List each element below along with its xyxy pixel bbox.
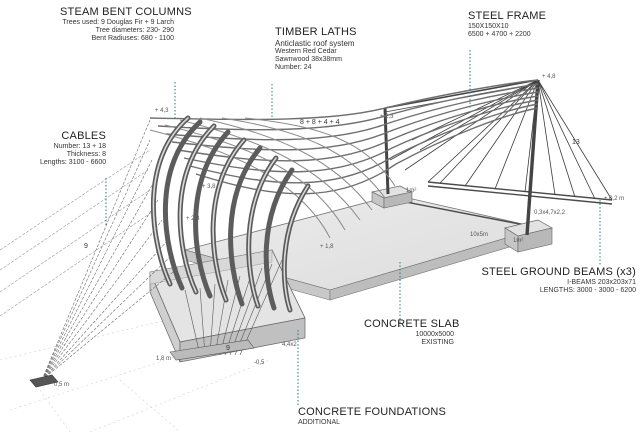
- steel-frame-title: STEEL FRAME: [468, 10, 547, 22]
- level-slab: 10x5m: [470, 232, 488, 238]
- cables-line-1: Number: 13 + 18: [53, 142, 106, 150]
- steam-bent-columns-highlight: [152, 117, 309, 311]
- steam-columns-title: STEAM BENT COLUMNS: [60, 6, 192, 18]
- level-mid: + 2,3: [380, 114, 394, 120]
- concrete-slab-label: CONCRETE SLAB 10000x5000 EXISTING: [364, 318, 460, 347]
- cables-title: CABLES: [61, 130, 106, 142]
- level-pad-2: 1m²: [513, 238, 523, 244]
- cable-count-bottom: 9: [226, 345, 230, 352]
- timber-laths-label: TIMBER LATHS Anticlastic roof system Wes…: [275, 26, 357, 72]
- cables-line-3: Lengths: 3100 - 6600: [40, 158, 107, 166]
- concrete-slab-line-2: EXISTING: [421, 338, 454, 346]
- steam-columns-label: STEAM BENT COLUMNS Trees used: 9 Douglas…: [60, 6, 192, 43]
- steel-frame-label: STEEL FRAME 150X150X10 6500 + 4700 + 220…: [468, 10, 546, 39]
- level-arch-2: + 2,3: [186, 216, 200, 222]
- ground-anchors: [29, 339, 255, 388]
- timber-laths-line-4: Number: 24: [275, 63, 312, 71]
- steel-frame-line-2: 6500 + 4700 + 2200: [468, 30, 531, 38]
- concrete-foundations-line-1: ADDITIONAL: [298, 418, 341, 426]
- ground-beams-label: STEEL GROUND BEAMS (x3) I-BEAMS 203x203x…: [478, 266, 636, 295]
- level-beam: 0,3x4,7x2,2: [534, 210, 566, 216]
- level-pad-1: 1m²: [406, 188, 416, 194]
- timber-laths-line-1: Anticlastic roof system: [275, 38, 355, 48]
- steam-columns-line-3: Bent Radiuses: 680 - 1100: [91, 34, 174, 42]
- level-arch: + 3,8: [202, 184, 216, 190]
- level-anchor: 0,5 m: [54, 382, 69, 388]
- concrete-foundations-label: CONCRETE FOUNDATIONS ADDITIONAL: [298, 406, 446, 427]
- timber-laths-title: TIMBER LATHS: [275, 26, 357, 38]
- ground-beams-line-2: LENGTHS: 3000 - 3000 - 6200: [539, 286, 636, 294]
- concrete-foundations-title: CONCRETE FOUNDATIONS: [298, 406, 447, 418]
- level-foot-2: -0,5: [254, 360, 265, 366]
- level-base: 4,4x2: [282, 342, 297, 348]
- cables-label: CABLES Number: 13 + 18 Thickness: 8 Leng…: [40, 130, 106, 167]
- dimension-tags: 8 + 8 + 4 + 4 9 13 9 + 4,3 + 2,3 + 4,8 +…: [54, 74, 624, 388]
- cables-line-2: Thickness: 8: [66, 150, 106, 158]
- cable-count-right: 13: [572, 139, 580, 146]
- ground-beams-title: STEEL GROUND BEAMS (x3): [481, 266, 636, 278]
- level-foot: 1,8 m: [156, 356, 171, 362]
- steam-columns-line-1: Trees used: 9 Douglas Fir + 9 Larch: [62, 18, 174, 26]
- timber-laths-line-2: Western Red Cedar: [275, 47, 337, 55]
- lath-count: 8 + 8 + 4 + 4: [300, 119, 340, 126]
- left-cable-fan: [0, 119, 179, 381]
- cable-count-left: 9: [84, 243, 88, 250]
- concrete-slab-title: CONCRETE SLAB: [364, 318, 460, 330]
- leader-lines: [105, 50, 601, 405]
- ground-guide-lines: [0, 299, 271, 432]
- concrete-slab-line-1: 10000x5000: [415, 330, 454, 338]
- ground-beams-line-1: I-BEAMS 203x203x71: [567, 278, 636, 286]
- steel-frame-line-1: 150X150X10: [468, 22, 509, 30]
- level-ground-right: + 0,2 m: [604, 196, 624, 202]
- level-low: + 1,8: [320, 244, 334, 250]
- level-right-top: + 4,8: [542, 74, 556, 80]
- level-left-top: + 4,3: [155, 108, 169, 114]
- timber-laths-line-3: Sawnwood 38x38mm: [275, 55, 342, 63]
- steam-columns-line-2: Tree diameters: 230- 290: [95, 26, 174, 34]
